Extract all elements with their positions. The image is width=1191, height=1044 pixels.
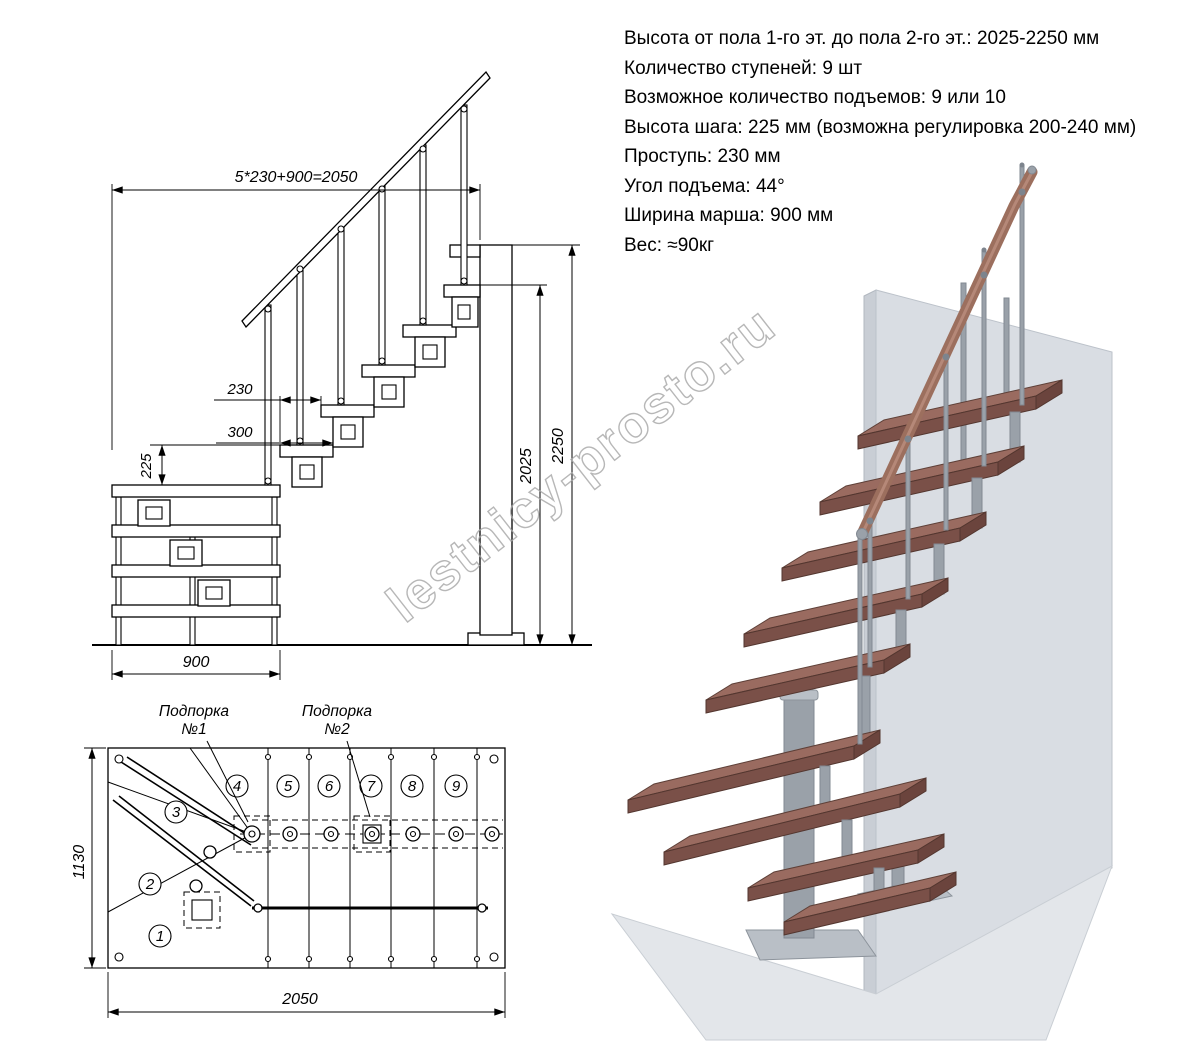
dim-2025: 2025 [480,284,547,645]
dim-tread-230: 230 [214,381,322,442]
plan-step-dividers [267,748,478,968]
dim-1130: 1130 [71,747,106,969]
plan-step-label-6: 6 [317,774,341,798]
dim-300-text: 300 [227,424,253,441]
support2-label: Подпорка №2 [302,703,373,818]
dim-2050: 2050 [107,972,506,1018]
render-tread-3 [663,777,927,866]
plan-step-label-4: 4 [225,774,249,798]
elevation-staircase [279,284,481,488]
dim-2050-text: 2050 [281,991,318,1008]
render-landing-post-2 [1003,297,1010,407]
plan-outline [107,747,506,969]
render-floor [610,864,1113,1041]
dim-1130-text: 1130 [71,845,88,880]
dim-total-run-text: 5*230+900=2050 [235,169,358,186]
render-tread-1 [783,871,957,936]
handrail-top-tip [1027,165,1037,175]
plan-step-label-7: 7 [359,774,383,798]
support2-text-line1: Подпорка [302,703,373,720]
step-number: 4 [233,778,241,795]
dim-2025-text: 2025 [518,448,535,485]
render-handrail [856,165,1038,540]
render-base-plate-1 [745,929,877,961]
dim-total-run: 5*230+900=2050 [111,169,481,450]
spec-line-angle: Угол подъема: 44° [624,175,785,197]
support2-text-line2: №2 [324,721,350,738]
elevation-platform [111,484,281,646]
dim-900-text: 900 [183,654,210,671]
support1-text-line2: №1 [181,721,206,738]
render-tread-2 [747,833,945,902]
dim-2250: 2250 [512,244,580,645]
plan-step-label-3: 3 [164,800,188,824]
dim-tread-300: 300 [216,424,334,449]
plan-screws [114,753,499,963]
step-number: 6 [325,778,334,795]
step-number: 8 [408,778,417,795]
dim-225-text: 225 [138,453,155,480]
dim-2250-text: 2250 [550,428,567,465]
plan-step-label-8: 8 [400,774,424,798]
specs-block: Высота от пола 1-го эт. до пола 2-го эт.… [624,24,1169,260]
spec-line-weight: Вес: ≈90кг [624,234,715,256]
handrail-end-cap [856,528,868,540]
spec-line-height: Высота от пола 1-го эт. до пола 2-го эт.… [624,28,1100,49]
elevation-view: 5*230+900=2050 230 300 225 2025 [92,70,592,680]
render-balusters [857,162,1025,745]
plan-step-label-2: 2 [138,872,162,896]
spec-line-width: Ширина марша: 900 мм [624,205,834,226]
render-3d [610,162,1113,1041]
spec-line-tread: Проступь: 230 мм [624,146,781,167]
dim-rise-225: 225 [138,444,280,485]
dim-platform-900: 900 [111,650,281,680]
render-tread-6 [743,577,949,648]
plan-step-label-1: 1 [148,924,172,948]
step-number: 9 [452,778,461,795]
elevation-wall-column [449,244,525,646]
render-tread-4 [627,729,881,814]
spec-line-steps: Количество ступеней: 9 шт [624,57,863,79]
spec-line-rises: Возможное количество подъемов: 9 или 10 [624,87,1006,108]
support1-label: Подпорка №1 [159,703,249,823]
spec-line-step-height: Высота шага: 225 мм (возможна регулировк… [624,116,1137,138]
plan-post-row [183,815,503,929]
step-number: 5 [284,778,293,795]
plan-step-label-9: 9 [444,774,468,798]
support1-text-line1: Подпорка [159,703,230,720]
step-number: 3 [172,804,181,821]
plan-step-label-5: 5 [276,774,300,798]
step-number: 7 [367,778,376,795]
dim-230-text: 230 [226,381,253,398]
step-number: 1 [156,928,164,945]
plan-view: 1 2 3 4 5 6 7 8 9 Подпорка №1 Подпорка №… [71,703,506,1018]
elevation-handrail [241,70,491,486]
step-number: 2 [145,876,155,893]
